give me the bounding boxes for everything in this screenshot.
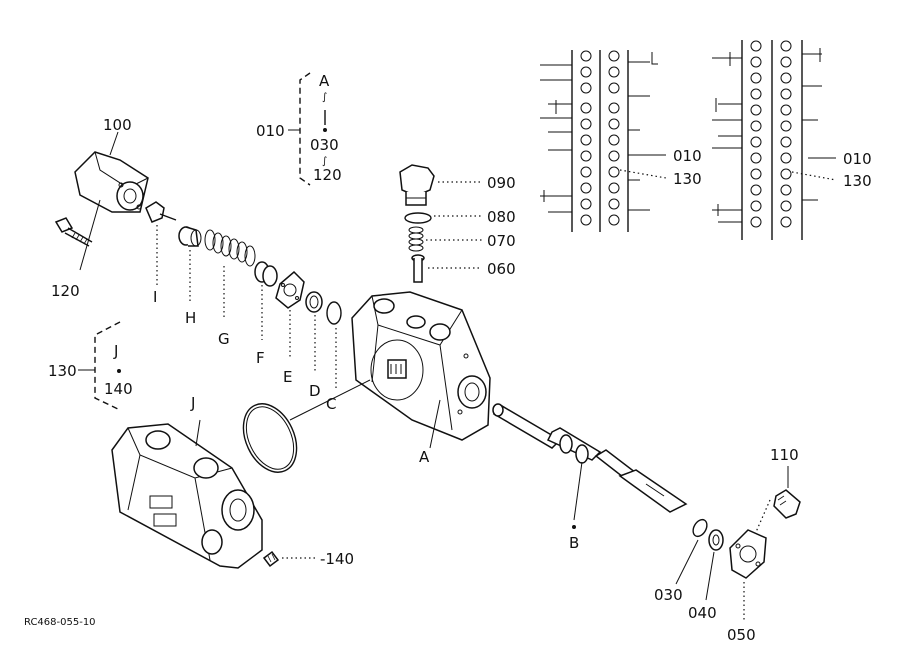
callout-130: 130 [48,362,77,380]
part-120-bolt: 120 [51,199,101,300]
schematic-right: 010 130 [712,40,872,240]
callout-040: 040 [688,604,717,622]
callout-140: -140 [320,550,354,568]
letter-G: G [218,330,230,348]
part-040-ring: 040 [688,529,724,622]
group-010-sep2: ∫ [322,156,327,167]
letter-I: I [153,288,157,306]
callout-120: 120 [51,282,80,300]
ref-010-right: 010 [843,150,872,168]
part-A-valve-body: A [351,291,491,466]
part-C-oring: C [326,301,342,413]
part-050-plate: 050 [727,529,767,644]
ref-010-left: 010 [673,147,702,165]
part-G-spring: G [204,229,256,348]
part-140-plug: -140 [262,550,354,568]
group-130-bracket: 130 J 140 [48,321,133,411]
letter-B: B [569,534,579,552]
callout-080: 080 [487,208,516,226]
group-010-mid: 030 [310,136,339,154]
part-H-collar: H [178,226,202,327]
callout-090: 090 [487,174,516,192]
ref-130-right: 130 [843,172,872,190]
letter-J: J [190,394,195,412]
group-010-bracket: 010 A ∫ 030 ∫ 120 [256,72,342,186]
part-J-valve-body: J [111,394,263,569]
letter-E: E [283,368,292,386]
diagram-reference-code: RC468-055-10 [24,617,96,628]
part-D-ring: D [305,291,323,400]
ref-130-left: 130 [673,170,702,188]
part-E-plate: E [275,270,305,386]
part-F-seat: F [254,261,278,367]
callout-030: 030 [654,586,683,604]
callout-070: 070 [487,232,516,250]
part-I-plug: I [145,201,177,306]
letter-D: D [309,382,321,400]
part-030-oring: 030 [654,518,708,604]
group-010-top: A [319,72,330,90]
schematic-left: 010 130 [540,50,702,232]
group-010-sep1: ∫ [322,92,327,103]
group-130-top: J [113,342,118,360]
letter-C: C [326,395,336,413]
letter-F: F [256,349,265,367]
group-010-bot: 120 [313,166,342,184]
part-060-poppet: 060 [411,254,516,283]
part-110-bolt: 110 [755,446,801,533]
part-090-plug: 090 [399,164,516,206]
part-070-spring: 070 [408,226,516,252]
callout-010: 010 [256,122,285,140]
group-130-bot: 140 [104,380,133,398]
callout-050: 050 [727,626,756,644]
letter-A: A [419,448,430,466]
part-080-oring: 080 [404,208,516,226]
part-100-cap: 100 [74,116,149,213]
callout-100: 100 [103,116,132,134]
callout-060: 060 [487,260,516,278]
part-large-oring [242,379,371,473]
letter-H: H [185,309,196,327]
part-B-spool: B [492,403,688,552]
callout-110: 110 [770,446,799,464]
